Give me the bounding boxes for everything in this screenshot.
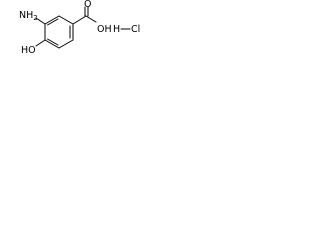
carbonyl-oxygen-label: O <box>84 0 91 10</box>
ring-bond-bottom-right <box>58 39 74 49</box>
hydrogen-label: H <box>113 24 120 35</box>
acid-hydroxyl-label: OH <box>97 24 112 35</box>
ring-double-bond-bottom-left <box>47 38 59 46</box>
amine-subscript: 2 <box>33 14 37 22</box>
hydroxyl-label: HO <box>21 45 36 56</box>
benzene-ring <box>44 15 74 49</box>
bond-carboxyl-to-oh <box>85 15 97 23</box>
ring-bond-bottom-left <box>44 39 60 49</box>
amine-nh: NH <box>19 10 33 21</box>
structure-diagram: NH2 HO O OH H Cl <box>19 0 140 56</box>
ring-bond-top-right <box>58 15 74 25</box>
ring-bond-top-left <box>44 15 60 25</box>
bond-ring-to-carboxyl <box>72 15 87 25</box>
chlorine-label: Cl <box>131 24 140 35</box>
bond-to-hydroxyl <box>35 39 46 47</box>
bond-to-amine <box>35 17 46 25</box>
ring-double-bond-top-left <box>47 18 59 26</box>
amine-label: NH2 <box>19 10 38 22</box>
